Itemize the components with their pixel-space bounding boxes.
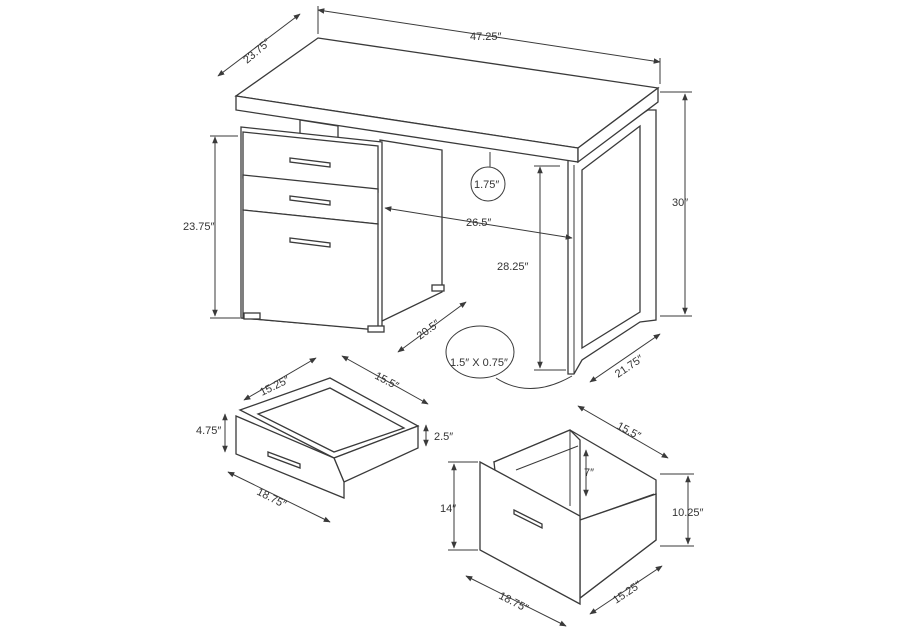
label-file-depth: 15.5″: [615, 420, 643, 443]
file-drawer-front: [479, 460, 581, 606]
cabinet-side: [379, 139, 443, 324]
file-drawer-handle: [513, 508, 543, 530]
label-top-width: 47.25″: [470, 31, 502, 43]
label-drawer-inner-depth: 15.5″: [373, 370, 401, 393]
label-top-thickness: 1.75″: [474, 179, 499, 191]
label-drawer-front-height: 4.75″: [196, 425, 221, 437]
label-drawer-inner-height: 2.5″: [434, 431, 453, 443]
label-top-depth: 23.75″: [241, 37, 273, 66]
desktop-side-edge: [577, 86, 659, 164]
label-file-front-width: 18.75″: [497, 590, 531, 615]
foot-right: [367, 325, 385, 333]
small-drawer-dimensions: [222, 355, 429, 523]
label-leg-size: 1.5″ X 0.75″: [450, 357, 508, 369]
drawer-file: [242, 209, 379, 331]
foot-left: [243, 312, 261, 320]
handle-middle: [289, 195, 331, 206]
file-drawer-dimensions: [448, 405, 694, 627]
leg-frame-opening: [581, 124, 641, 350]
label-knee-width: 26.5″: [466, 217, 491, 229]
label-height: 30″: [672, 197, 688, 209]
label-file-inner-height: 7″: [584, 467, 594, 479]
label-cabinet-height: 23.75″: [183, 221, 215, 233]
label-cabinet-depth: 20.5″: [415, 318, 443, 343]
label-file-inner-width: 15.25″: [611, 579, 644, 607]
handle-file: [289, 237, 331, 248]
desk-dimensions: [210, 6, 692, 389]
label-leg-depth: 21.75″: [613, 353, 646, 381]
handle-top: [289, 157, 331, 168]
label-knee-height: 28.25″: [497, 261, 529, 273]
small-drawer-handle: [267, 451, 301, 469]
label-drawer-front-width: 18.75″: [255, 486, 289, 511]
label-file-side-height: 10.25″: [672, 507, 704, 519]
file-drawer-illustration: [479, 429, 657, 606]
label-file-front-height: 14″: [440, 503, 456, 515]
foot-back: [431, 284, 445, 292]
desk-illustration: [234, 37, 660, 375]
